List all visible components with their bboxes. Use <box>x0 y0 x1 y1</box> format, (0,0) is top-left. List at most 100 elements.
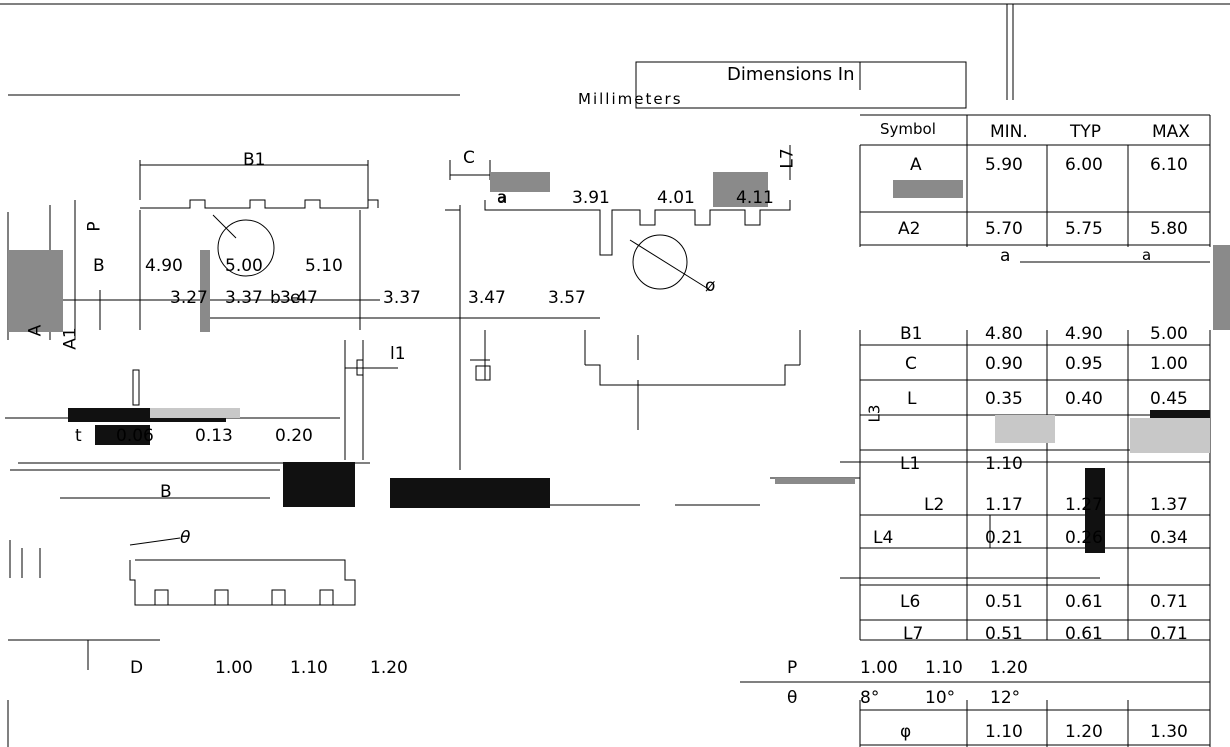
dark-block-6 <box>1085 468 1105 553</box>
label-a-left: A <box>25 324 46 337</box>
cell-min: 0.51 <box>985 592 1023 612</box>
cell-min: 0.90 <box>985 354 1023 374</box>
left-cell-typ: 3.37 <box>225 288 263 308</box>
header-max: MAX <box>1152 122 1190 142</box>
left-cell-max: 3.47 <box>280 288 318 308</box>
cell-sym: L1 <box>900 454 921 474</box>
left-cell-sym: D <box>130 658 144 678</box>
light-block-3 <box>150 408 240 418</box>
table-subtitle: Millimeters <box>578 90 683 108</box>
cell-max: 0.71 <box>1150 592 1188 612</box>
cell-sym: B1 <box>900 324 923 344</box>
label-b1: B1 <box>243 150 266 170</box>
light-block-1 <box>1130 418 1210 453</box>
left-cell-typ: 5.00 <box>225 256 263 276</box>
cell-max: 5.00 <box>1150 324 1188 344</box>
label-p: P <box>84 221 105 232</box>
cell-max: 0.45 <box>1150 389 1188 409</box>
cell-max: 6.10 <box>1150 155 1188 175</box>
left-cell-typ: 0.13 <box>195 426 233 446</box>
cell-sym: A2 <box>898 219 921 239</box>
left-cell-max: 4.11 <box>736 188 774 208</box>
cell-min: 1.10 <box>985 454 1023 474</box>
label-a1-left: A1 <box>60 327 81 350</box>
cell-max: 0.71 <box>1150 624 1188 644</box>
cell-typ: 10° <box>925 688 956 708</box>
cell-max: 0.34 <box>1150 528 1188 548</box>
shade-a-row <box>893 180 963 198</box>
left-cell-sym: b <box>270 288 281 308</box>
cell-min: 0.21 <box>985 528 1023 548</box>
lead-form-view <box>7 469 356 747</box>
cell-max: 12° <box>990 688 1021 708</box>
left-cell-max: 5.10 <box>305 256 343 276</box>
cell-sym: A <box>910 155 922 175</box>
header-typ: TYP <box>1070 122 1102 142</box>
cell-typ: 0.40 <box>1065 389 1103 409</box>
cell-sym: L4 <box>873 528 894 548</box>
label-c: C <box>463 148 475 168</box>
shade-right-edge <box>1213 245 1230 330</box>
left-cell-typ: 4.01 <box>657 188 695 208</box>
left-cell-min: 4.90 <box>145 256 183 276</box>
cell-min: 5.70 <box>985 219 1023 239</box>
left-cell-min: 3.27 <box>170 288 208 308</box>
cell-sym: φ <box>900 722 912 742</box>
table-grid <box>740 114 1211 747</box>
cell-sym: C <box>905 354 917 374</box>
cell-typ: 0.61 <box>1065 592 1103 612</box>
cell-sym: L7 <box>903 624 924 644</box>
cell-min: 0.35 <box>985 389 1023 409</box>
label-theta: θ <box>180 528 191 548</box>
shade-l3 <box>775 478 855 484</box>
left-cell-sym: a <box>497 188 508 208</box>
left-cell-min: 0.06 <box>116 426 154 446</box>
left-cell-min: 3.37 <box>383 288 421 308</box>
dark-block-4 <box>390 478 550 508</box>
cell-typ: 5.75 <box>1065 219 1103 239</box>
cell-typ: 1.27 <box>1065 495 1103 515</box>
cell-min: 5.90 <box>985 155 1023 175</box>
dark-block-2 <box>95 425 150 445</box>
cell-min: 1.10 <box>985 722 1023 742</box>
label-a-lower: a <box>497 188 507 206</box>
dimension-lines <box>5 261 1210 579</box>
cell-min: 1.00 <box>860 658 898 678</box>
left-cell-max: 1.20 <box>370 658 408 678</box>
cell-sym: L6 <box>900 592 921 612</box>
label-phi: ø <box>705 276 716 296</box>
cell-max: 1.37 <box>1150 495 1188 515</box>
label-l1: l1 <box>390 344 406 364</box>
left-cell-max: 0.20 <box>275 426 313 446</box>
shade-side-left <box>490 172 550 192</box>
cell-typ: 1.10 <box>925 658 963 678</box>
light-block-2 <box>995 415 1055 443</box>
cell-typ: 0.26 <box>1065 528 1103 548</box>
cell-sym: a <box>1000 246 1011 266</box>
left-cell-min: 1.00 <box>215 658 253 678</box>
cell-min: 0.51 <box>985 624 1023 644</box>
label-l3: L3 <box>865 404 884 423</box>
cell-max: 1.20 <box>990 658 1028 678</box>
package-side-view <box>445 145 801 470</box>
cell-typ: 4.90 <box>1065 324 1103 344</box>
label-b: B <box>160 482 172 502</box>
cell-max: 1.30 <box>1150 722 1188 742</box>
left-cell-sym: t <box>75 426 82 446</box>
label-a: a <box>1142 246 1152 264</box>
left-cell-min: 3.91 <box>572 188 610 208</box>
left-cell-typ: 3.47 <box>468 288 506 308</box>
table-title: Dimensions In <box>727 64 855 85</box>
shade-left-mid <box>200 250 210 332</box>
left-cell-sym: B <box>93 256 105 276</box>
header-min: MIN. <box>990 122 1028 142</box>
cell-max: 5.80 <box>1150 219 1188 239</box>
shade-left-top <box>8 250 63 332</box>
shade-side-right <box>713 172 768 207</box>
cell-typ: 0.95 <box>1065 354 1103 374</box>
cell-min: 8° <box>860 688 880 708</box>
cell-typ: 6.00 <box>1065 155 1103 175</box>
cell-min: 4.80 <box>985 324 1023 344</box>
cell-sym: P <box>787 658 798 678</box>
dark-block-3 <box>283 462 355 507</box>
